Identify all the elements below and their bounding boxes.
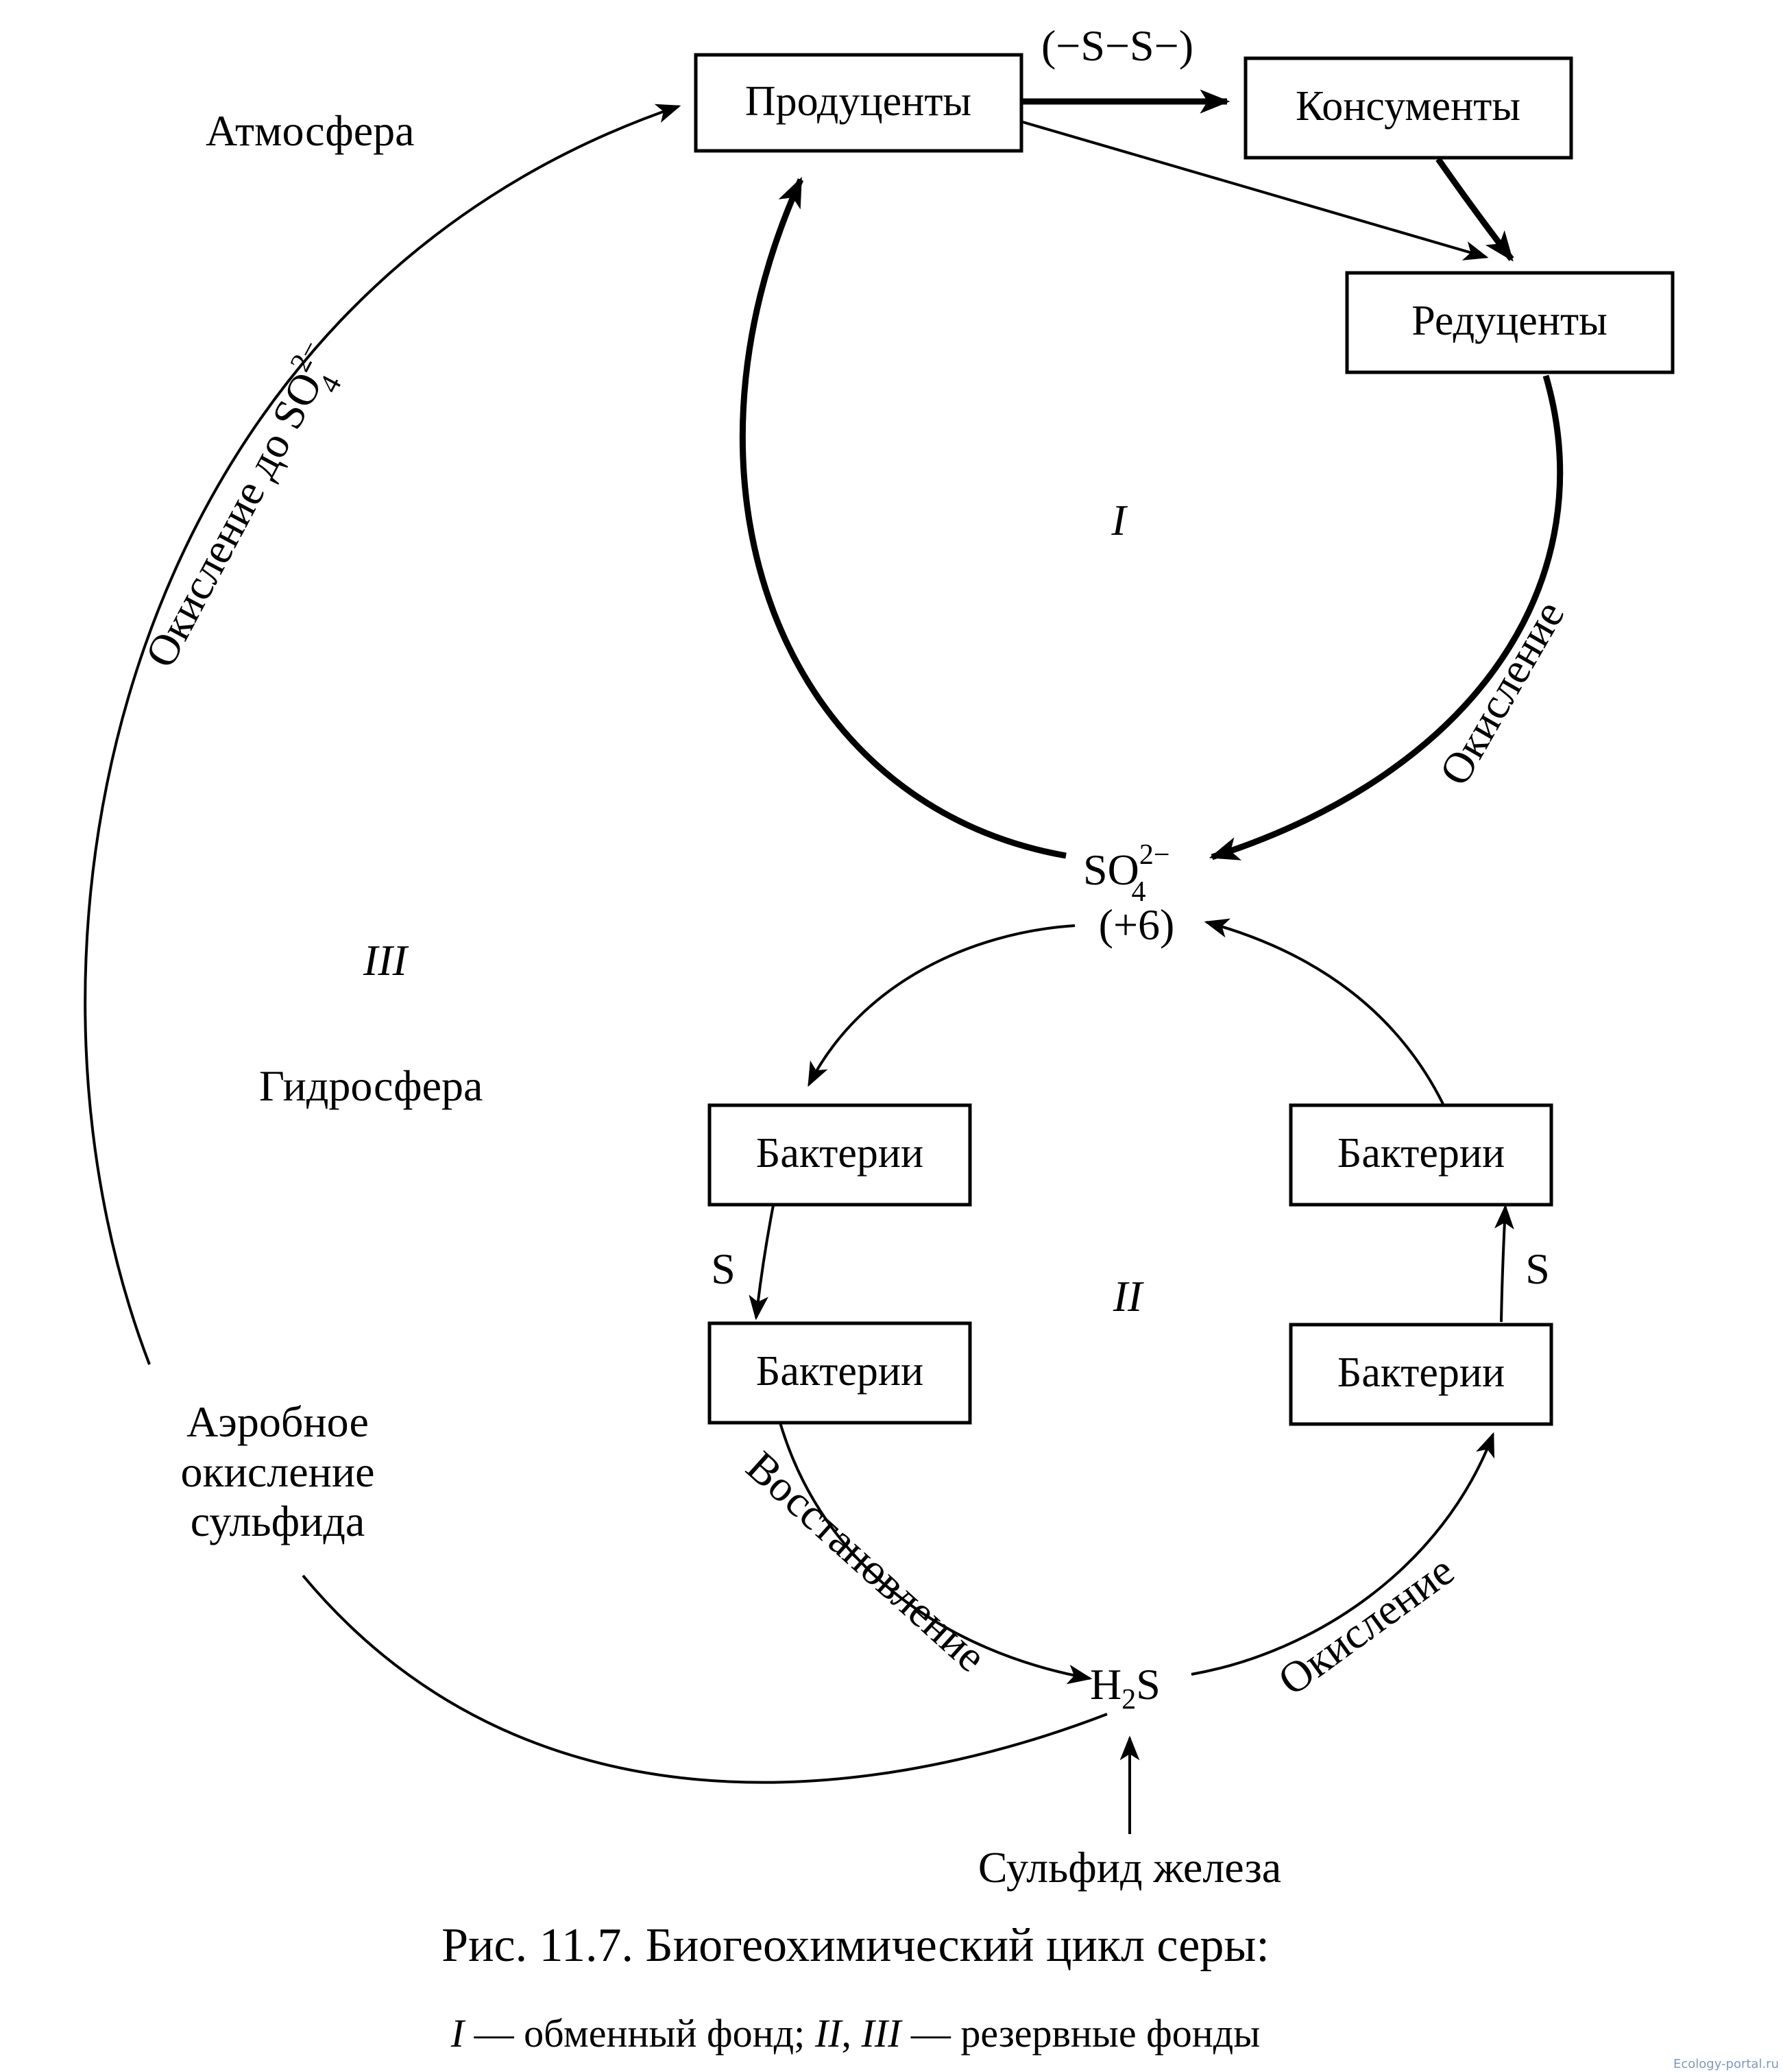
arrow-sulfate-to-producers	[739, 176, 1067, 859]
bacteria-top-right-label: Бактерии	[1337, 1130, 1505, 1177]
consumers-box: Консументы	[1244, 56, 1573, 160]
sulfate-valence-label: (+6)	[1099, 900, 1175, 949]
sulfate-label: SO2−4	[1083, 839, 1170, 908]
fund-II-label: II	[1113, 1272, 1144, 1321]
producers-box: Продуценты	[694, 53, 1023, 153]
oxidation-to-sulfate-label: Окисление до SO2−4	[131, 335, 358, 682]
bacteria-top-left-box: Бактерии	[707, 1103, 972, 1207]
arrow-oxidation-to-producers	[84, 104, 681, 1365]
arrow-bacteria-right-up	[1494, 1204, 1514, 1323]
aerobic-oxidation-line2: окисление	[181, 1447, 375, 1496]
arrow-producers-to-decomposers	[1022, 121, 1489, 261]
oxidation-lower-right-label: Окисление	[1269, 1545, 1462, 1704]
arrow-reduction-to-h2s	[779, 1422, 1093, 1685]
sulfur-right-label: S	[1525, 1244, 1550, 1293]
consumers-label: Консументы	[1296, 83, 1520, 130]
caption-title: Рис. 11.7. Биогеохимический цикл серы:	[441, 1919, 1270, 1972]
arrow-consumers-to-decomposers	[1435, 157, 1514, 262]
arrow-decomposers-to-sulfate	[1209, 374, 1564, 860]
bacteria-top-left-label: Бактерии	[756, 1130, 923, 1177]
bacteria-bottom-right-label: Бактерии	[1337, 1349, 1505, 1396]
disulfide-label: (−S−S−)	[1041, 21, 1193, 70]
fund-I-label: I	[1111, 496, 1128, 544]
arrow-bacteria-right-to-sulfate	[1204, 918, 1444, 1105]
iron-sulfide-label: Сульфид железа	[978, 1843, 1281, 1892]
h2s-label: H2S	[1090, 1660, 1161, 1715]
caption-legend: I — обменный фонд; II, III — резервные ф…	[450, 2011, 1261, 2056]
reduction-label: Восстановление	[738, 1442, 996, 1681]
oxidation-upper-right-label: Окисление	[1430, 592, 1574, 793]
aerobic-oxidation-line1: Аэробное	[186, 1397, 369, 1446]
sulfur-left-label: S	[711, 1244, 736, 1293]
bacteria-bottom-left-box: Бактерии	[707, 1321, 972, 1425]
producers-label: Продуценты	[745, 78, 971, 125]
aerobic-oxidation-line3: сульфида	[191, 1497, 365, 1545]
arc-h2s-aerobic-oxidation	[302, 1574, 1108, 1784]
arrow-h2s-to-bacteria-right	[1191, 1432, 1494, 1676]
bacteria-top-right-box: Бактерии	[1289, 1103, 1553, 1207]
decomposers-label: Редуценты	[1411, 298, 1608, 344]
arrow-bacteria-left-down	[749, 1205, 775, 1321]
bacteria-bottom-right-box: Бактерии	[1289, 1323, 1553, 1426]
hydrosphere-label: Гидросфера	[259, 1061, 483, 1110]
atmosphere-label: Атмосфера	[206, 106, 415, 155]
fund-III-label: III	[363, 936, 409, 985]
decomposers-box: Редуценты	[1345, 271, 1675, 374]
bacteria-bottom-left-label: Бактерии	[756, 1348, 923, 1395]
watermark: Ecology-portal.ru	[1673, 2057, 1779, 2071]
arrow-sulfate-to-bacteria-left	[808, 924, 1076, 1087]
